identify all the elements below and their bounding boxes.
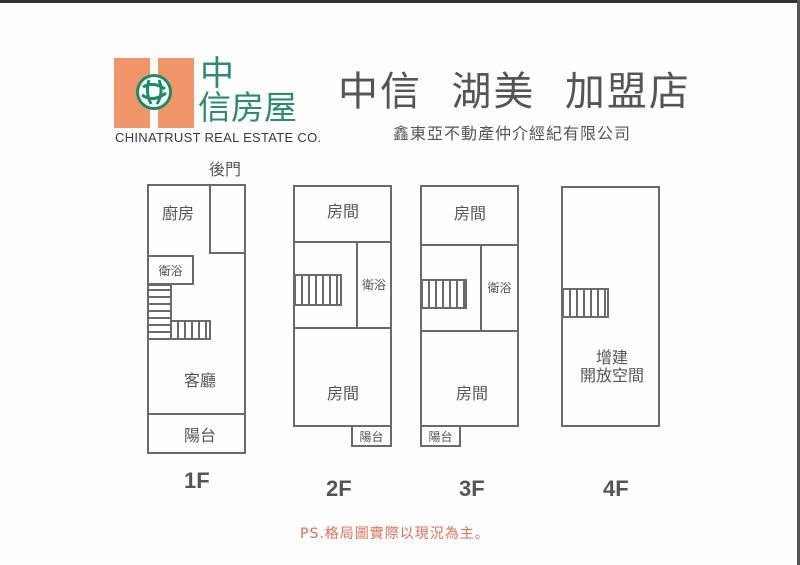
2f-wall-upper: [293, 241, 392, 243]
3f-wall-lower: [420, 330, 519, 332]
2f-bathroom-label: 衛浴: [361, 278, 386, 292]
1f-staircase-vertical: [147, 284, 172, 340]
living-room-label: 客廳: [183, 371, 216, 390]
floor-label-2f: 2F: [326, 476, 352, 501]
1f-balcony-wall: [147, 413, 246, 415]
2f-wall-lower: [293, 327, 392, 329]
3f-balcony: [420, 425, 461, 447]
brand-name-cn-line2: 信房屋: [198, 88, 297, 127]
brand-name-cn-line1: 中: [200, 54, 234, 94]
4f-open-space-label-line1: 增建: [595, 348, 628, 367]
1f-bathroom-label: 衛浴: [158, 264, 183, 278]
company-name: 鑫東亞不動產仲介經紀有限公司: [393, 124, 632, 143]
disclaimer-note: PS.格局圖實際以現況為主。: [300, 526, 490, 542]
1f-backdoor-wall: [209, 184, 211, 254]
4f-staircase: [562, 288, 609, 318]
brand-name-en: CHINATRUST REAL ESTATE CO.: [115, 130, 322, 145]
3f-bathroom-label: 衛浴: [487, 281, 512, 295]
floor-label-1f: 1F: [184, 468, 210, 493]
2f-bath-wall: [356, 241, 358, 328]
2f-balcony-label: 陽台: [359, 430, 384, 444]
kitchen-label: 廚房: [161, 204, 194, 223]
2f-room-bottom-label: 房間: [326, 384, 359, 403]
3f-staircase: [421, 279, 467, 309]
3f-wall-upper: [420, 244, 519, 246]
2f-staircase: [294, 274, 342, 306]
3f-bath-wall: [480, 244, 482, 331]
4f-open-space-label-line2: 開放空間: [579, 366, 644, 385]
2f-balcony: [351, 425, 392, 447]
globe-icon: [136, 74, 172, 110]
scan-right-edge: [797, 0, 800, 565]
3f-room-top-label: 房間: [453, 204, 486, 223]
2f-outer-wall: [293, 185, 392, 427]
1f-staircase-horizontal: [170, 320, 211, 340]
1f-balcony-label: 陽台: [183, 426, 216, 445]
floor-label-4f: 4F: [603, 476, 629, 501]
scan-top-edge: [0, 0, 800, 3]
brand-logo-mark: [114, 58, 194, 128]
floor-label-3f: 3F: [459, 476, 485, 501]
3f-room-bottom-label: 房間: [455, 384, 488, 403]
1f-backdoor-wall-bottom: [209, 252, 246, 254]
2f-room-top-label: 房間: [326, 202, 359, 221]
page-title: 中信 湖美 加盟店: [338, 69, 691, 115]
3f-balcony-label: 陽台: [428, 430, 453, 444]
back-door-label: 後門: [208, 160, 241, 179]
